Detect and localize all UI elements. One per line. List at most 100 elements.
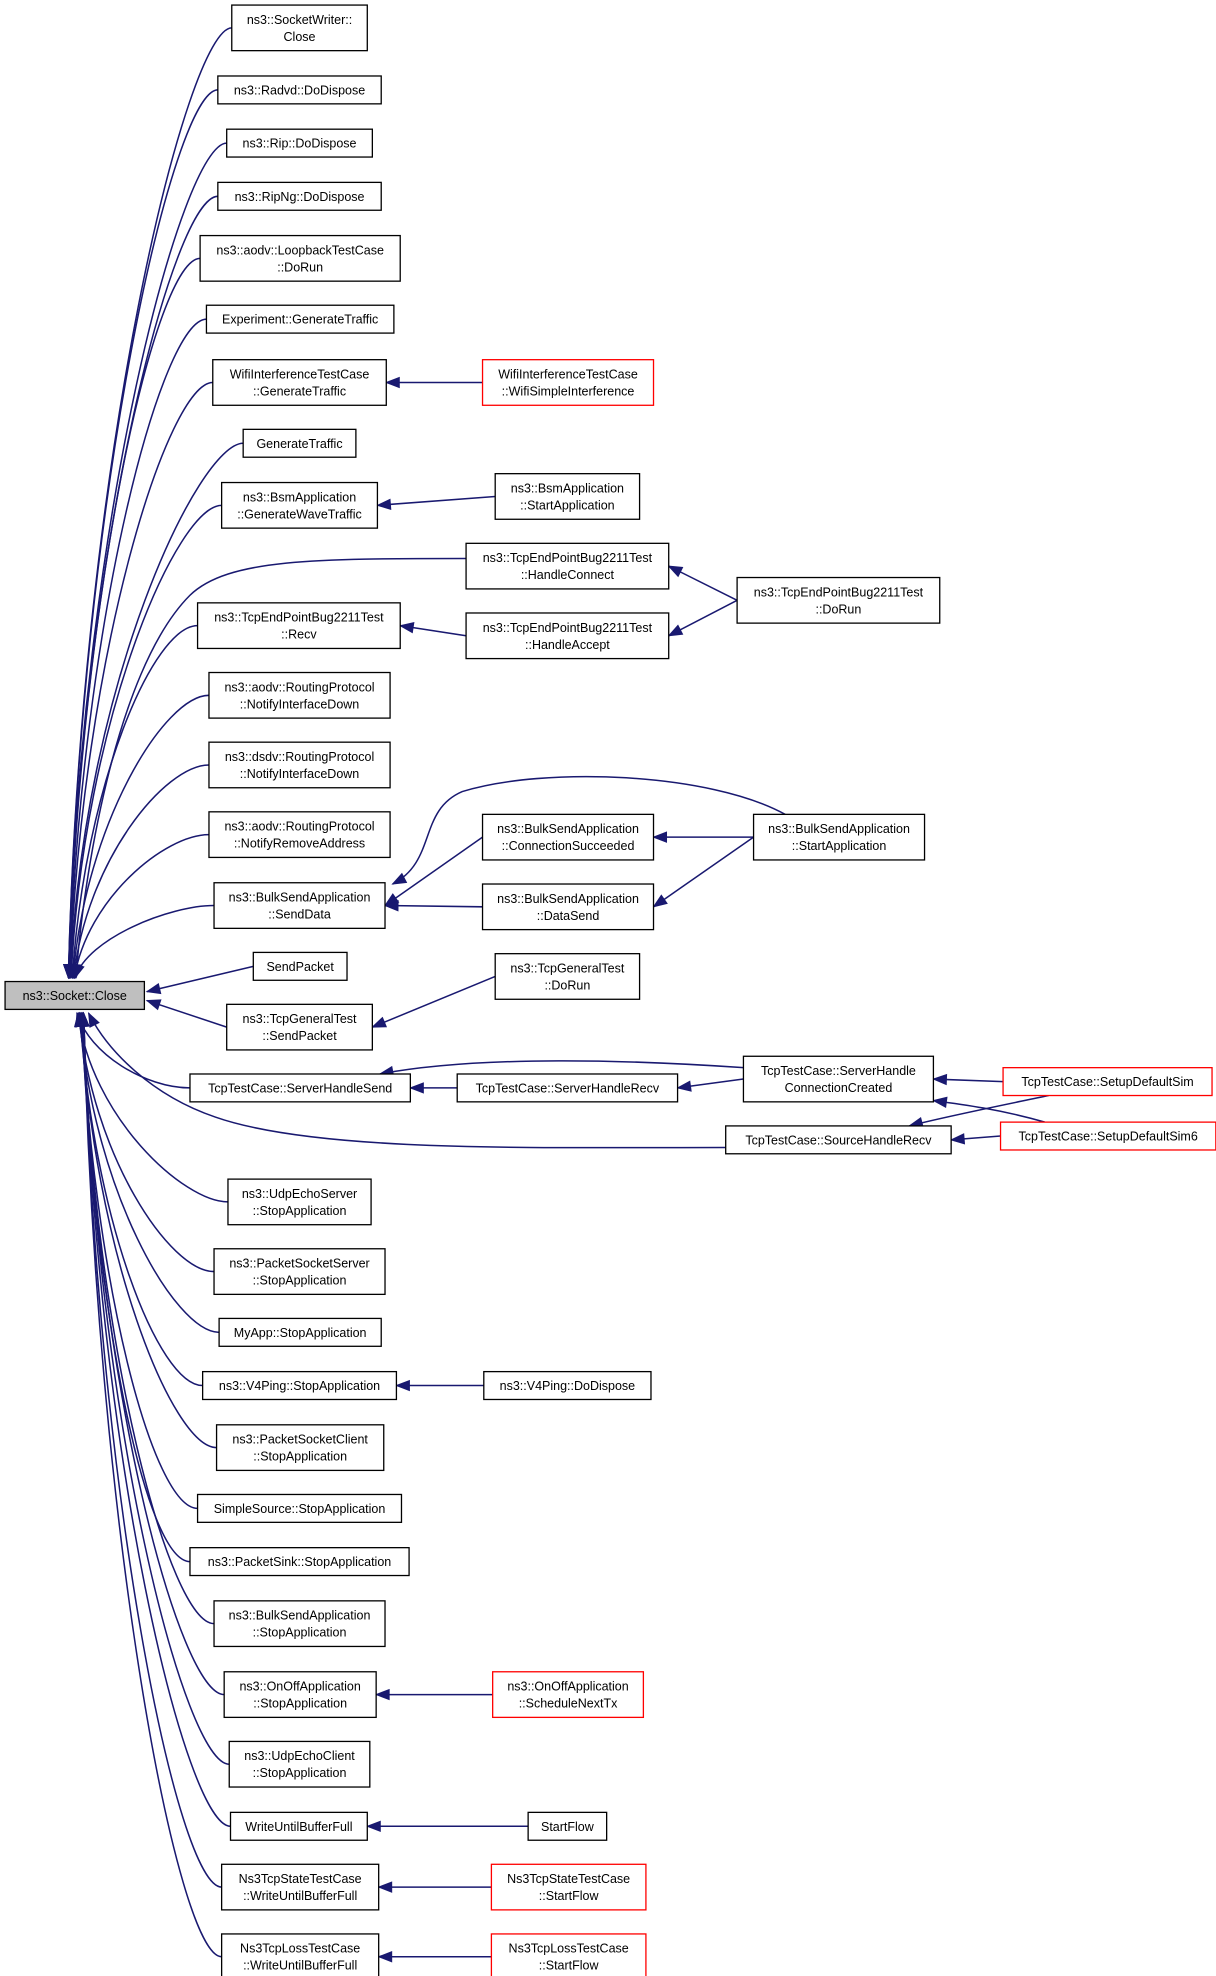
node-ns3tcpstate-write[interactable]: Ns3TcpStateTestCase::WriteUntilBufferFul… — [220, 1863, 380, 1911]
node-rip-dodispose[interactable]: ns3::Rip::DoDispose — [226, 128, 374, 158]
node-box — [212, 359, 387, 406]
node-label: SimpleSource::StopApplication — [214, 1502, 386, 1516]
node-tcptc-sourcehandlerecv[interactable]: TcpTestCase::SourceHandleRecv — [725, 1125, 952, 1155]
arrowhead — [384, 376, 400, 389]
node-sendpacket[interactable]: SendPacket — [252, 951, 348, 981]
arrowhead — [932, 1073, 948, 1086]
node-generatetraffic[interactable]: GenerateTraffic — [242, 428, 357, 458]
node-label: ns3::TcpEndPointBug2211Test — [754, 585, 924, 599]
node-box — [492, 1671, 645, 1719]
node-ns3tcpstate-startflow[interactable]: Ns3TcpStateTestCase::StartFlow — [490, 1863, 647, 1911]
node-label: ::DoRun — [815, 602, 861, 616]
node-label: ns3::Radvd::DoDispose — [234, 83, 365, 97]
arrowhead — [377, 1951, 393, 1963]
node-bsm-generatewave[interactable]: ns3::BsmApplication::GenerateWaveTraffic — [220, 481, 379, 529]
node-v4ping-stop[interactable]: ns3::V4Ping::StopApplication — [201, 1370, 398, 1401]
node-bulk-senddata[interactable]: ns3::BulkSendApplication::SendData — [213, 882, 386, 929]
node-bulk-stop[interactable]: ns3::BulkSendApplication::StopApplicatio… — [213, 1600, 386, 1648]
node-tcptc-serverhandlesend[interactable]: TcpTestCase::ServerHandleSend — [189, 1073, 411, 1103]
node-onoff-stop[interactable]: ns3::OnOffApplication::StopApplication — [223, 1671, 377, 1719]
node-wifiinterf-simple[interactable]: WifiInterferenceTestCase::WifiSimpleInte… — [481, 359, 655, 406]
node-tcpep-handleconnect[interactable]: ns3::TcpEndPointBug2211Test::HandleConne… — [465, 542, 670, 590]
node-box — [223, 1671, 377, 1719]
node-label: ns3::V4Ping::DoDispose — [500, 1379, 636, 1393]
arrowhead — [88, 1011, 100, 1028]
node-experiment-generatetraffic[interactable]: Experiment::GenerateTraffic — [205, 304, 395, 334]
node-tcpep-recv[interactable]: ns3::TcpEndPointBug2211Test::Recv — [196, 602, 401, 650]
arrowhead — [73, 963, 85, 980]
node-aodv-loopback-dorun[interactable]: ns3::aodv::LoopbackTestCase::DoRun — [199, 234, 401, 282]
node-box — [220, 1863, 380, 1911]
node-box — [228, 1740, 371, 1788]
node-box — [189, 1073, 411, 1103]
node-aodv-notifyremove[interactable]: ns3::aodv::RoutingProtocol::NotifyRemove… — [208, 811, 391, 859]
node-box — [242, 428, 357, 458]
node-packetsocketclient-stop[interactable]: ns3::PacketSocketClient::StopApplication — [215, 1424, 385, 1472]
node-box — [481, 883, 655, 931]
call-edge — [146, 999, 227, 1028]
node-ripng-dodispose[interactable]: ns3::RipNg::DoDispose — [217, 181, 382, 211]
node-label: ::SendPacket — [262, 1029, 337, 1043]
arrowhead — [652, 831, 668, 843]
call-edge — [81, 1013, 215, 1625]
node-bsm-startapp[interactable]: ns3::BsmApplication::StartApplication — [494, 473, 641, 520]
node-radvd-dodispose[interactable]: ns3::Radvd::DoDispose — [217, 75, 382, 105]
node-label: ns3::OnOffApplication — [239, 1680, 360, 1694]
node-ns3tcploss-startflow[interactable]: Ns3TcpLossTestCase::StartFlow — [490, 1933, 647, 1976]
node-box — [201, 1370, 398, 1401]
node-box — [483, 1370, 652, 1401]
node-tcpep-dorun[interactable]: ns3::TcpEndPointBug2211Test::DoRun — [736, 576, 941, 624]
node-box — [490, 1863, 647, 1911]
node-tcptc-setupdefaultsim[interactable]: TcpTestCase::SetupDefaultSim — [1002, 1067, 1213, 1097]
arrowhead — [667, 565, 684, 578]
node-label: ::StopApplication — [253, 1204, 347, 1218]
node-packetsocketserver-stop[interactable]: ns3::PacketSocketServer::StopApplication — [213, 1248, 386, 1296]
call-edge — [653, 836, 755, 908]
node-socketwriter-close[interactable]: ns3::SocketWriter::Close — [231, 4, 368, 52]
node-writeuntilbufferfull[interactable]: WriteUntilBufferFull — [229, 1811, 368, 1841]
node-packetsink-stop[interactable]: ns3::PacketSink::StopApplication — [189, 1547, 410, 1577]
node-label: ns3::BulkSendApplication — [497, 822, 639, 836]
call-edge — [379, 1060, 744, 1075]
node-bulk-startapp[interactable]: ns3::BulkSendApplication::StartApplicati… — [752, 813, 926, 861]
node-ns3tcploss-write[interactable]: Ns3TcpLossTestCase::WriteUntilBufferFull — [220, 1933, 380, 1976]
node-socket-close[interactable]: ns3::Socket::Close — [4, 980, 146, 1011]
node-dsdv-notifyifdown[interactable]: ns3::dsdv::RoutingProtocol::NotifyInterf… — [208, 741, 391, 789]
call-edge — [69, 442, 244, 978]
node-udpechoclient-stop[interactable]: ns3::UdpEchoClient::StopApplication — [228, 1740, 371, 1788]
node-box — [494, 473, 641, 520]
node-simplesource-stop[interactable]: SimpleSource::StopApplication — [196, 1493, 403, 1523]
node-tcptc-serverhandlerecv[interactable]: TcpTestCase::ServerHandleRecv — [456, 1073, 679, 1103]
node-myapp-stop[interactable]: MyApp::StopApplication — [218, 1317, 382, 1347]
node-bulk-connsucceeded[interactable]: ns3::BulkSendApplication::ConnectionSucc… — [481, 813, 655, 861]
node-box — [999, 1121, 1216, 1151]
node-tcptc-serverhandleconn[interactable]: TcpTestCase::ServerHandleConnectionCreat… — [742, 1055, 935, 1103]
node-bulk-datasend[interactable]: ns3::BulkSendApplication::DataSend — [481, 883, 655, 931]
node-udpechoserver-stop[interactable]: ns3::UdpEchoServer::StopApplication — [227, 1178, 372, 1226]
node-label: ::StartFlow — [539, 1959, 600, 1973]
call-edge — [82, 1013, 231, 1828]
node-box — [213, 1600, 386, 1648]
node-aodv-notifyifdown[interactable]: ns3::aodv::RoutingProtocol::NotifyInterf… — [208, 671, 391, 719]
node-label: GenerateTraffic — [256, 437, 342, 451]
node-wifiinterf-generatetraffic[interactable]: WifiInterferenceTestCase::GenerateTraffi… — [212, 359, 387, 406]
node-label: ns3::aodv::LoopbackTestCase — [216, 243, 384, 257]
node-box — [208, 741, 391, 789]
node-tcpep-handleaccept[interactable]: ns3::TcpEndPointBug2211Test::HandleAccep… — [465, 612, 670, 660]
call-edge — [82, 1013, 230, 1765]
node-label: ::StopApplication — [253, 1450, 347, 1464]
node-onoff-schedulenext[interactable]: ns3::OnOffApplication::ScheduleNextTx — [492, 1671, 645, 1719]
node-box — [4, 980, 146, 1011]
node-label: TcpTestCase::SetupDefaultSim — [1021, 1075, 1193, 1089]
node-box — [220, 481, 379, 529]
call-edge — [69, 381, 213, 978]
call-nodes: ns3::Socket::Close ns3::SocketWriter::Clo… — [4, 4, 1216, 1976]
node-tcpgeneral-sendpacket[interactable]: ns3::TcpGeneralTest::SendPacket — [226, 1003, 374, 1051]
node-tcpgeneral-dorun[interactable]: ns3::TcpGeneralTest::DoRun — [494, 953, 641, 1000]
node-tcptc-setupdefaultsim6[interactable]: TcpTestCase::SetupDefaultSim6 — [999, 1121, 1216, 1151]
node-v4ping-dodispose[interactable]: ns3::V4Ping::DoDispose — [483, 1370, 652, 1401]
node-label: ::NotifyRemoveAddress — [234, 837, 365, 851]
node-label: ns3::BulkSendApplication — [768, 822, 910, 836]
node-startflow[interactable]: StartFlow — [527, 1811, 608, 1841]
call-edge — [82, 1013, 222, 1888]
